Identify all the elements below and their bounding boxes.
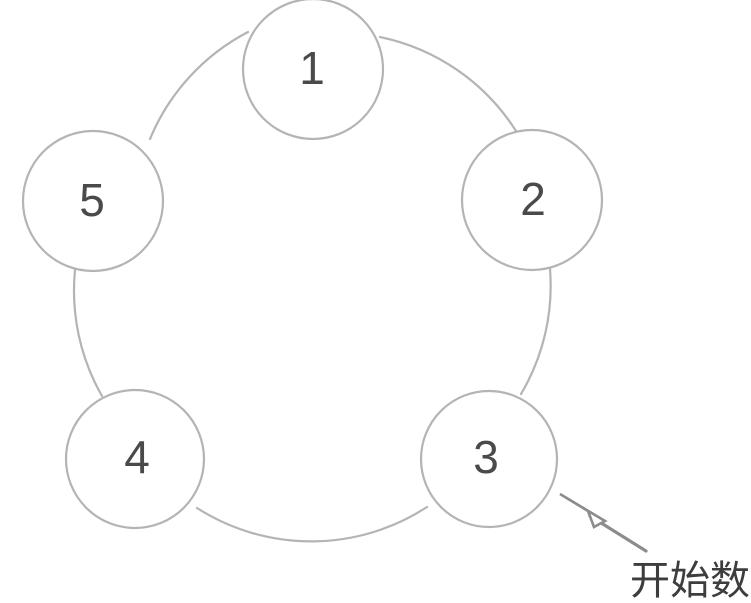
node-5-label: 5 bbox=[79, 174, 105, 226]
edge-group bbox=[72, 30, 552, 543]
node-5[interactable]: 5 bbox=[21, 129, 165, 273]
start-number-annotation: 开始数 bbox=[559, 492, 750, 603]
edge-node4-node5 bbox=[72, 268, 104, 398]
node-4-circle[interactable] bbox=[64, 388, 206, 530]
node-2-label: 2 bbox=[520, 173, 546, 225]
node-3-circle[interactable] bbox=[419, 389, 559, 529]
node-1-label: 1 bbox=[299, 42, 325, 94]
node-3[interactable]: 3 bbox=[419, 389, 559, 529]
node-2[interactable]: 2 bbox=[460, 128, 604, 272]
node-4[interactable]: 4 bbox=[64, 388, 206, 530]
edge-node2-node3 bbox=[519, 267, 552, 396]
start-number-label: 开始数 bbox=[630, 558, 750, 603]
edge-node1-node2 bbox=[378, 35, 518, 133]
node-2-circle[interactable] bbox=[460, 128, 604, 272]
node-4-label: 4 bbox=[124, 431, 150, 483]
edge-node3-node4 bbox=[195, 505, 429, 543]
annotation-arrow-head-icon bbox=[559, 492, 608, 529]
node-1[interactable]: 1 bbox=[241, 0, 385, 141]
node-1-circle[interactable] bbox=[241, 0, 385, 141]
node-3-label: 3 bbox=[473, 431, 499, 483]
node-5-circle[interactable] bbox=[21, 129, 165, 273]
edge-node5-node1 bbox=[148, 30, 250, 141]
